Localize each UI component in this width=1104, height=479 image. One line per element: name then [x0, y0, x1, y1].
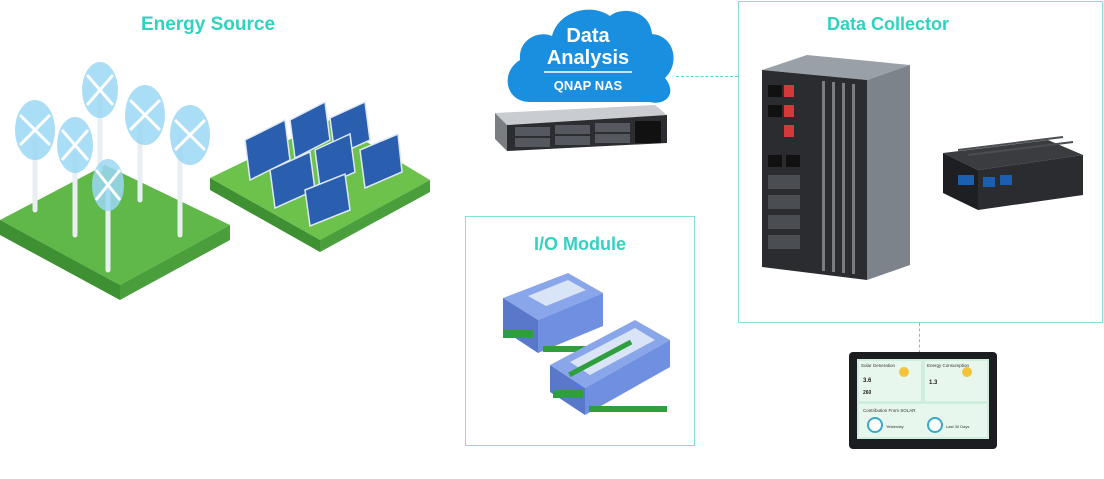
cloud-subtitle: QNAP NAS: [554, 78, 623, 93]
panel-bottom-left: Yesterday: [886, 424, 904, 429]
wind-farm-illustration: [0, 62, 230, 300]
energy-source-title: Energy Source: [140, 14, 276, 35]
io-module-device-1: [503, 273, 603, 353]
data-collector-box: [738, 1, 1103, 323]
io-module-title: I/O Module: [534, 234, 626, 254]
panel-left-value2: 260: [863, 390, 872, 396]
io-module-box: [465, 216, 695, 446]
panel-left-header: Solar Generation: [861, 363, 896, 368]
panel-bottom-header: Contribution From SOLAR: [863, 408, 916, 413]
cloud-icon: Data Analysis QNAP NAS: [507, 9, 674, 103]
panel-pc: Solar Generation Energy Consumption 3.6 …: [849, 352, 997, 449]
panel-right-header: Energy Consumption: [927, 363, 970, 368]
fanless-box-computer: [943, 136, 1083, 210]
cloud-title-line1: Data: [566, 25, 610, 47]
connector-collector-panel: [919, 323, 920, 353]
io-module-device-2: [550, 320, 670, 415]
panel-left-value: 3.6: [863, 378, 872, 384]
panel-right-value: 1.3: [929, 380, 938, 386]
nas-device: [495, 105, 667, 151]
din-rail-computer: [762, 55, 910, 280]
data-collector-title: Data Collector: [826, 14, 950, 34]
solar-farm-illustration: [210, 100, 430, 252]
cloud-title-line2: Analysis: [547, 47, 629, 69]
connector-cloud-collector: [676, 76, 738, 77]
panel-bottom-right: Last 30 Days: [946, 424, 969, 429]
